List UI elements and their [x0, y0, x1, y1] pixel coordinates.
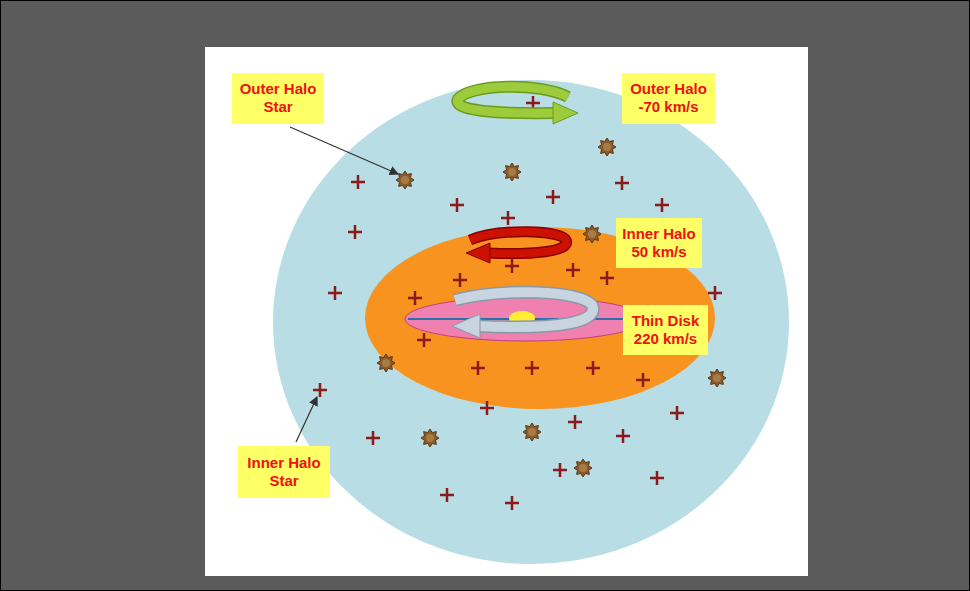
inner-halo-star	[505, 259, 519, 273]
outer-halo-star-core	[382, 359, 390, 367]
inner-halo-rotation-arrow	[466, 232, 567, 263]
inner-halo-star	[546, 190, 560, 204]
outer-halo-star	[503, 163, 521, 181]
inner-halo-star	[600, 271, 614, 285]
inner-halo-star	[670, 406, 684, 420]
inner-halo-star	[553, 463, 567, 477]
inner-halo-star	[453, 273, 467, 287]
inner-halo-star	[566, 263, 580, 277]
inner-halo-star	[408, 291, 422, 305]
inner-halo-star	[328, 286, 342, 300]
inner-halo-star	[417, 333, 431, 347]
outer-halo-star	[421, 429, 439, 447]
inner-halo-star	[351, 175, 365, 189]
speed-text: 220 km/s	[628, 330, 703, 348]
inner-halo-star	[616, 429, 630, 443]
inner-halo-region	[365, 227, 715, 409]
label-box: Outer Halo-70 km/s	[622, 73, 715, 124]
inner-halo-star	[655, 198, 669, 212]
label-text: Inner Halo Star	[244, 454, 324, 490]
inner-halo-star	[366, 431, 380, 445]
speed-text: -70 km/s	[627, 98, 710, 116]
inner-halo-star	[650, 471, 664, 485]
outer-halo-star-core	[508, 168, 516, 176]
outer-halo-star	[377, 354, 395, 372]
label-text: Thin Disk	[628, 312, 703, 330]
outer-halo-star	[708, 369, 726, 387]
outer-halo-star-core	[579, 464, 587, 472]
inner-halo-star	[313, 383, 327, 397]
outer-halo-rotation-arrow	[457, 87, 578, 124]
disk-rotation-arrow	[452, 292, 593, 338]
inner-halo-star	[636, 373, 650, 387]
outer-halo-star	[583, 225, 601, 243]
label-text: Inner Halo	[621, 225, 697, 243]
inner-halo-star	[480, 401, 494, 415]
inner-halo-star	[708, 286, 722, 300]
inner-halo-star	[568, 415, 582, 429]
inner-halo-star	[501, 211, 515, 225]
label-box: Outer Halo Star	[232, 73, 324, 124]
outer-halo-star	[598, 138, 616, 156]
speed-text: 50 km/s	[621, 243, 697, 261]
outer-halo-star-core	[603, 143, 611, 151]
label-box: Inner Halo50 km/s	[616, 218, 702, 268]
outer-halo-star	[523, 423, 541, 441]
outer-halo-star	[396, 171, 414, 189]
inner-halo-star	[348, 225, 362, 239]
outer-halo-star-core	[401, 176, 409, 184]
outer-halo-star	[574, 459, 592, 477]
inner-halo-star	[450, 198, 464, 212]
outer-halo-star-core	[528, 428, 536, 436]
inner-halo-star	[525, 361, 539, 375]
inner-halo-star	[471, 361, 485, 375]
label-text: Outer Halo	[627, 80, 710, 98]
thin-disk	[405, 297, 645, 341]
leader-line	[290, 127, 398, 174]
inner-halo-star	[440, 488, 454, 502]
label-box: Thin Disk220 km/s	[623, 305, 708, 355]
inner-halo-star	[505, 496, 519, 510]
outer-halo-star-core	[426, 434, 434, 442]
outer-halo-star-core	[713, 374, 721, 382]
label-text: Outer Halo Star	[238, 80, 318, 116]
label-box: Inner Halo Star	[238, 446, 330, 498]
halo-sphere	[273, 80, 789, 564]
halo-stars	[313, 96, 726, 510]
outer-halo-star-core	[588, 230, 596, 238]
leader-line	[296, 397, 317, 442]
inner-halo-star	[586, 361, 600, 375]
inner-halo-star	[615, 176, 629, 190]
